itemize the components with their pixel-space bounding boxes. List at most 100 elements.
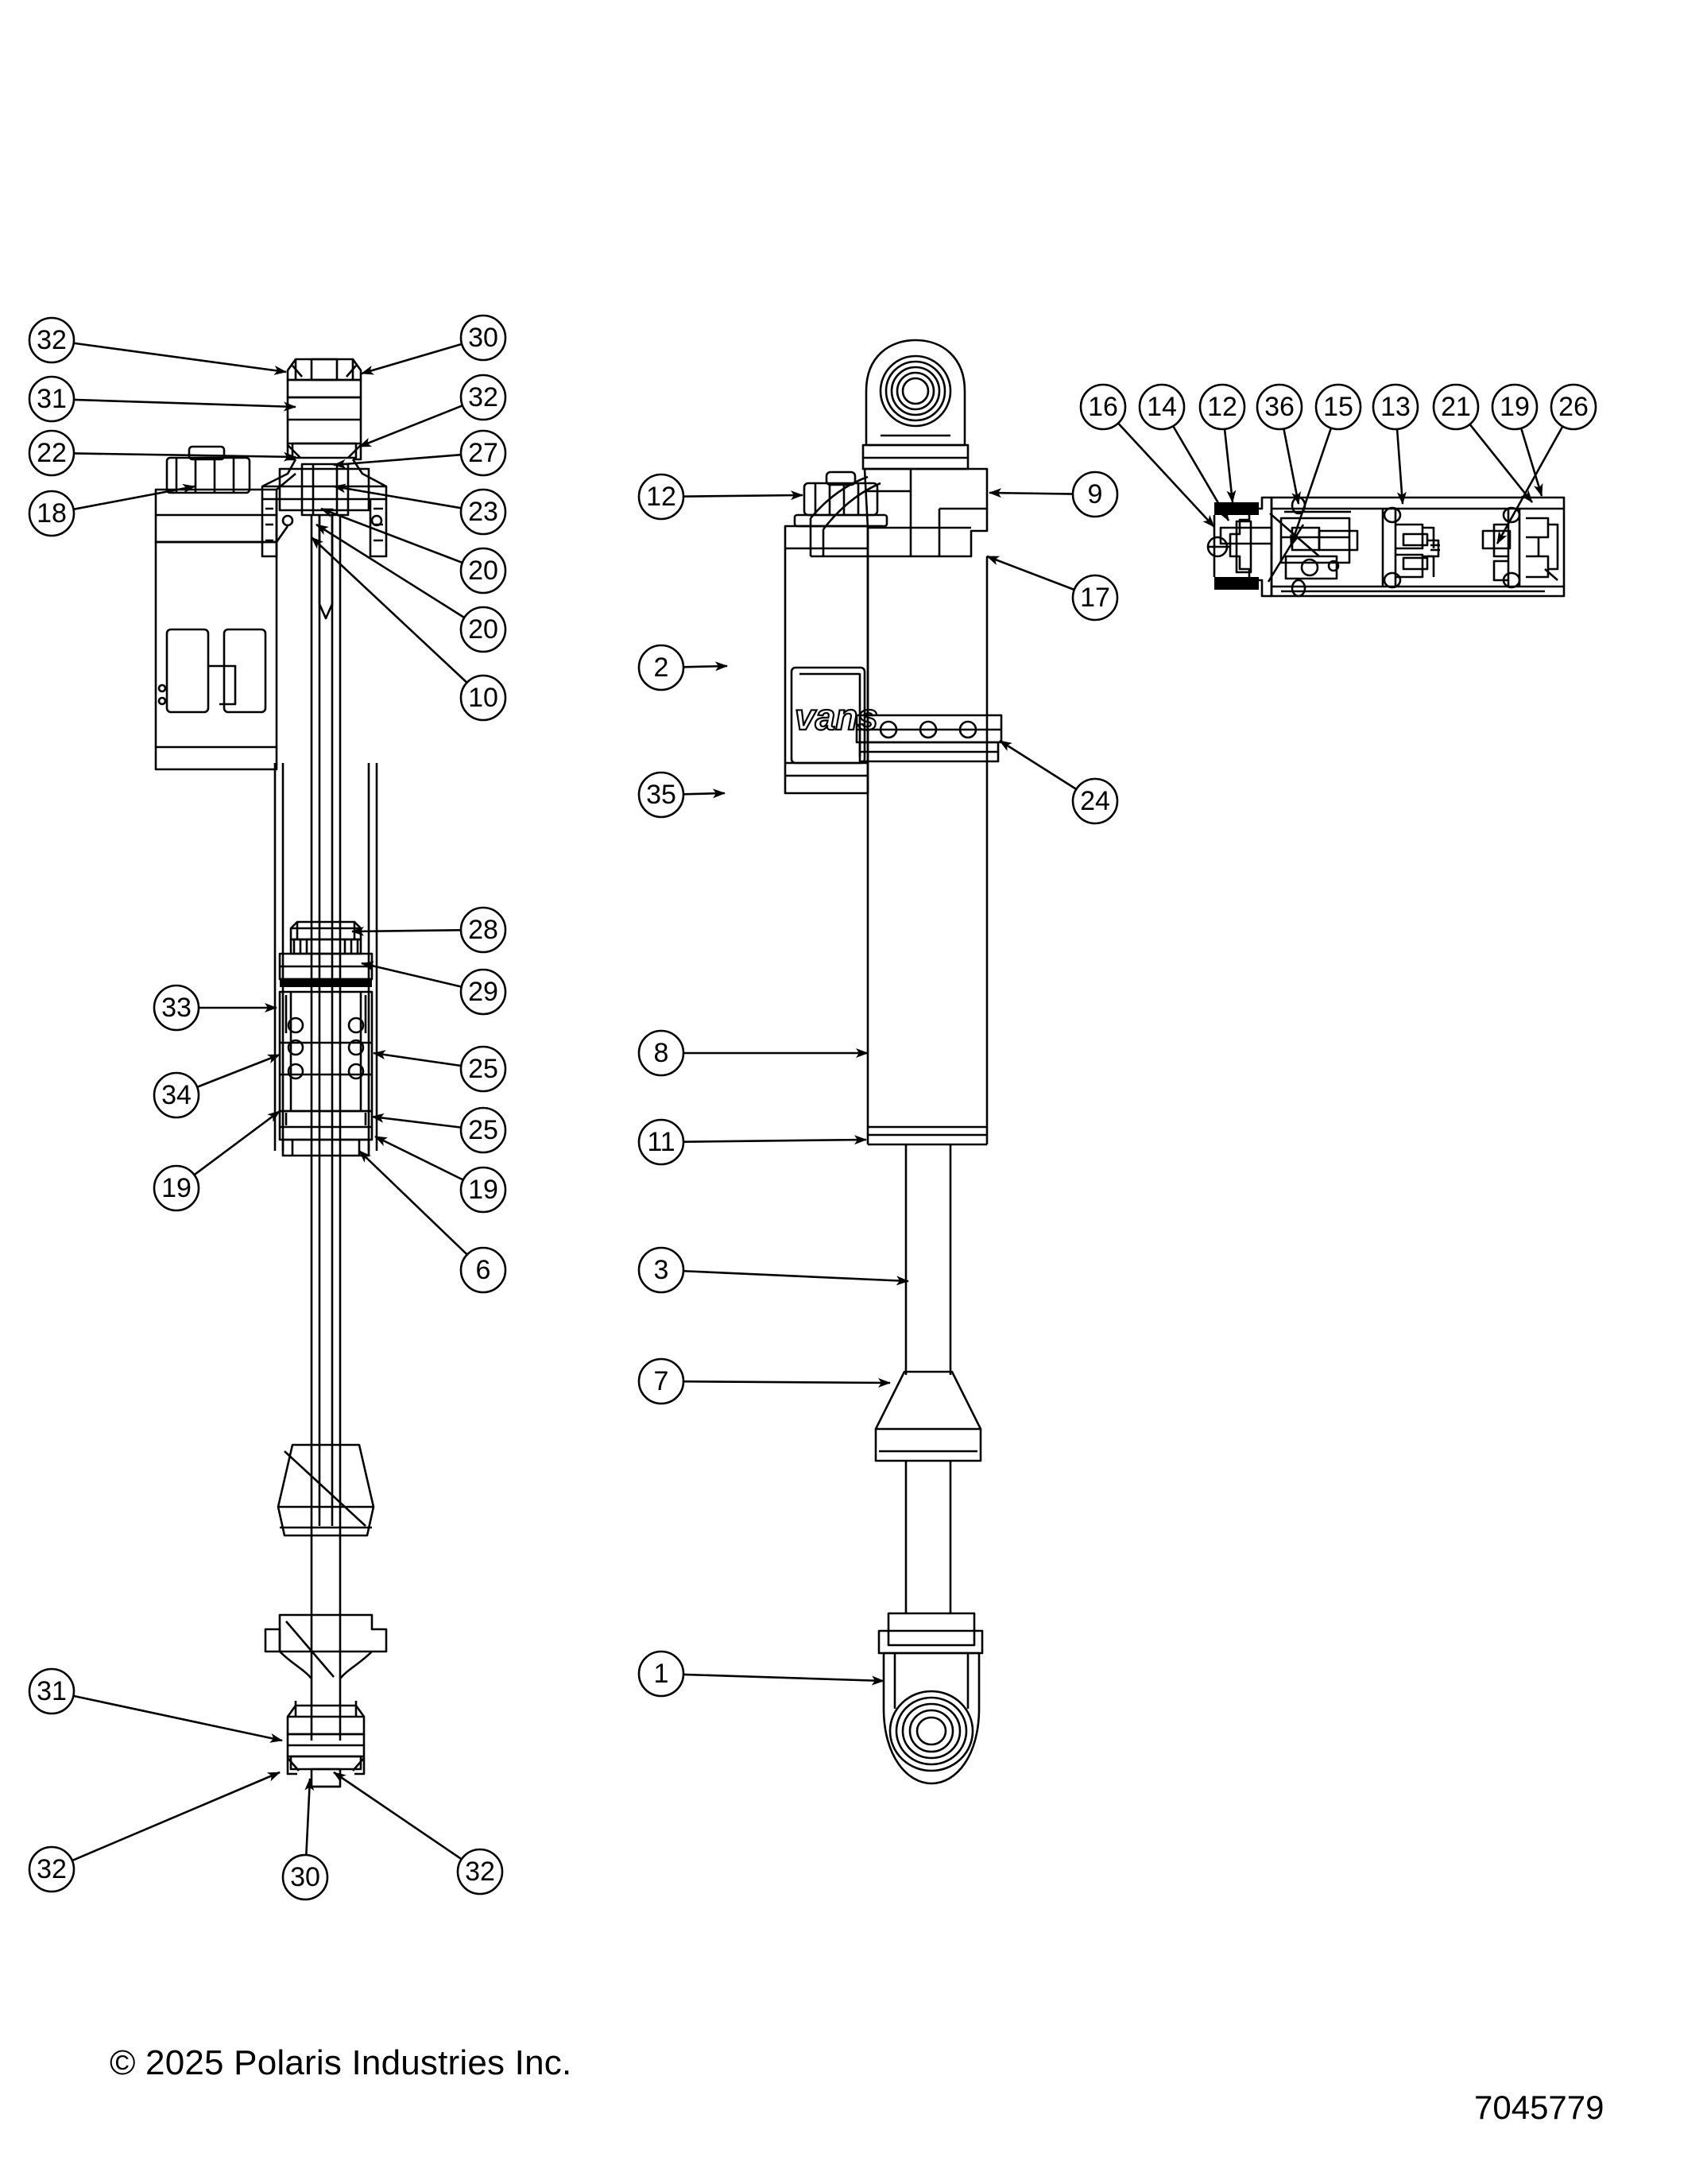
callout-leader-line bbox=[683, 490, 803, 501]
callout-leader-line bbox=[371, 1113, 462, 1129]
callout-bubble-32[interactable]: 32 bbox=[28, 316, 75, 364]
callout-circle bbox=[637, 1650, 685, 1698]
callout-bubble-8[interactable]: 8 bbox=[637, 1029, 685, 1077]
callout-bubble-12[interactable]: 12 bbox=[1198, 383, 1246, 431]
callout-leader-line bbox=[1172, 425, 1230, 521]
callout-bubble-18[interactable]: 18 bbox=[28, 490, 75, 537]
callout-number: 3 bbox=[654, 1255, 669, 1285]
callout-bubble-9[interactable]: 9 bbox=[1071, 470, 1119, 518]
callout-bubble-19[interactable]: 19 bbox=[1491, 383, 1539, 431]
callout-bubble-21[interactable]: 21 bbox=[1432, 383, 1480, 431]
callout-bubble-34[interactable]: 34 bbox=[153, 1071, 200, 1119]
callout-circle bbox=[459, 674, 507, 722]
callout-circle bbox=[459, 1166, 507, 1214]
bump-stop bbox=[277, 1443, 375, 1537]
callout-circle bbox=[1314, 383, 1362, 431]
callout-bubble-31[interactable]: 31 bbox=[28, 375, 75, 423]
callout-circle bbox=[459, 1045, 507, 1093]
callout-bubble-6[interactable]: 6 bbox=[459, 1246, 507, 1294]
callout-leader-line bbox=[333, 483, 462, 509]
callout-bubble-36[interactable]: 36 bbox=[1256, 383, 1303, 431]
callout-number: 32 bbox=[37, 325, 67, 355]
callout-bubble-19[interactable]: 19 bbox=[153, 1164, 200, 1212]
callout-bubble-17[interactable]: 17 bbox=[1071, 574, 1119, 622]
callout-leader-line bbox=[373, 1050, 462, 1067]
callout-bubble-25[interactable]: 25 bbox=[459, 1045, 507, 1093]
callout-leader-line bbox=[1283, 428, 1301, 505]
callout-bubble-14[interactable]: 14 bbox=[1138, 383, 1186, 431]
callout-number: 26 bbox=[1558, 392, 1589, 422]
callout-bubble-13[interactable]: 13 bbox=[1372, 383, 1419, 431]
callout-leader-line bbox=[320, 507, 463, 564]
callout-bubble-12[interactable]: 12 bbox=[637, 473, 685, 521]
callout-number: 6 bbox=[476, 1255, 491, 1285]
callout-bubble-25[interactable]: 25 bbox=[459, 1106, 507, 1154]
callout-circle bbox=[1550, 383, 1597, 431]
callout-bubble-20[interactable]: 20 bbox=[459, 547, 507, 594]
callout-leader-line bbox=[73, 398, 296, 412]
callout-leader-line bbox=[73, 1694, 283, 1743]
callout-circle bbox=[637, 1246, 685, 1294]
callout-bubble-31[interactable]: 31 bbox=[28, 1667, 75, 1715]
callout-bubble-27[interactable]: 27 bbox=[459, 429, 507, 477]
callout-bubble-20[interactable]: 20 bbox=[459, 606, 507, 653]
callout-leader-line bbox=[683, 661, 728, 672]
callout-number: 33 bbox=[161, 993, 192, 1023]
lower-bracket bbox=[264, 1613, 388, 1679]
callout-bubble-30[interactable]: 30 bbox=[459, 314, 507, 362]
callout-number: 34 bbox=[161, 1080, 192, 1110]
callout-circle bbox=[637, 771, 685, 819]
callout-bubble-3[interactable]: 3 bbox=[637, 1246, 685, 1294]
callout-bubble-35[interactable]: 35 bbox=[637, 771, 685, 819]
callout-leader-line bbox=[72, 1771, 281, 1862]
callout-number: 32 bbox=[37, 1854, 67, 1884]
callout-leader-line bbox=[1289, 428, 1333, 548]
callout-bubble-28[interactable]: 28 bbox=[459, 906, 507, 954]
callout-circle bbox=[28, 375, 75, 423]
callout-bubble-23[interactable]: 23 bbox=[459, 488, 507, 536]
callout-circle bbox=[637, 644, 685, 691]
callout-circle bbox=[1432, 383, 1480, 431]
callout-leader-line bbox=[311, 536, 468, 683]
callout-circle bbox=[459, 488, 507, 536]
callout-number: 32 bbox=[468, 382, 498, 412]
callout-bubble-15[interactable]: 15 bbox=[1314, 383, 1362, 431]
callout-number: 35 bbox=[646, 780, 676, 810]
lower-eyelet bbox=[877, 1612, 984, 1785]
callout-number: 12 bbox=[1207, 392, 1237, 422]
callout-bubble-33[interactable]: 33 bbox=[153, 984, 200, 1032]
callout-number: 30 bbox=[468, 323, 498, 353]
callout-bubble-1[interactable]: 1 bbox=[637, 1650, 685, 1698]
callout-bubble-29[interactable]: 29 bbox=[459, 968, 507, 1016]
callout-leader-line bbox=[986, 555, 1075, 591]
callout-leader-line bbox=[1223, 428, 1237, 503]
callout-bubble-19[interactable]: 19 bbox=[459, 1166, 507, 1214]
callout-bubble-24[interactable]: 24 bbox=[1071, 777, 1119, 825]
callout-number: 7 bbox=[654, 1366, 669, 1396]
callout-number: 8 bbox=[654, 1038, 669, 1068]
callout-number: 18 bbox=[37, 498, 67, 529]
callout-number: 9 bbox=[1088, 479, 1103, 509]
callout-circle bbox=[1138, 383, 1186, 431]
callout-circle bbox=[153, 1164, 200, 1212]
callout-circle bbox=[459, 429, 507, 477]
callout-bubble-2[interactable]: 2 bbox=[637, 644, 685, 691]
callout-number: 23 bbox=[468, 497, 498, 527]
callout-leader-line bbox=[683, 1377, 891, 1388]
callout-circle bbox=[1071, 777, 1119, 825]
callout-bubble-16[interactable]: 16 bbox=[1079, 383, 1127, 431]
callout-bubble-11[interactable]: 11 bbox=[637, 1118, 685, 1166]
callout-bubble-22[interactable]: 22 bbox=[28, 429, 75, 477]
callout-leader-line bbox=[1117, 422, 1215, 528]
callout-bubble-7[interactable]: 7 bbox=[637, 1357, 685, 1405]
callout-circle bbox=[1491, 383, 1539, 431]
callout-bubble-26[interactable]: 26 bbox=[1550, 383, 1597, 431]
callout-bubble-32[interactable]: 32 bbox=[456, 1848, 504, 1896]
callout-leader-line bbox=[683, 1673, 884, 1686]
callout-bubble-32[interactable]: 32 bbox=[28, 1845, 75, 1893]
callout-leader-line bbox=[374, 1135, 464, 1181]
callout-bubble-30[interactable]: 30 bbox=[281, 1853, 329, 1901]
callout-bubble-10[interactable]: 10 bbox=[459, 674, 507, 722]
callout-bubble-32[interactable]: 32 bbox=[459, 374, 507, 421]
callout-circle bbox=[459, 374, 507, 421]
